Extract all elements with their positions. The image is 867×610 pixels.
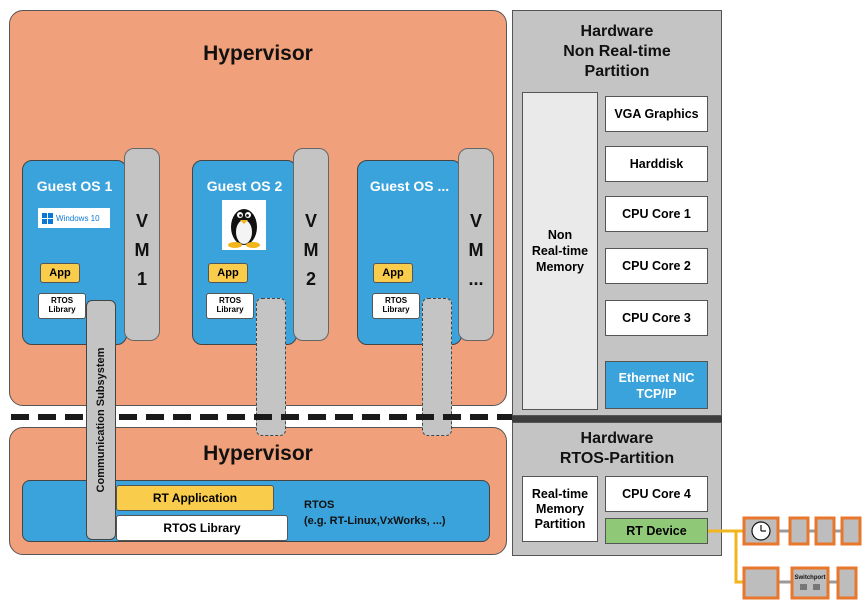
partition-divider [11, 414, 513, 420]
rtos-lib-line2: Library [382, 305, 410, 314]
rt-mem-line1: Real-time [531, 486, 589, 501]
app-box-2: App [208, 263, 248, 283]
mem-line2: Real-time [531, 244, 589, 258]
cpu-core-4-box: CPU Core 4 [605, 476, 708, 512]
nic-line2: TCP/IP [636, 387, 677, 401]
io-module-3 [840, 516, 862, 546]
vm-1-label: V M 1 [124, 207, 160, 294]
vm-3-label-m: M [468, 240, 484, 260]
vm-2-label-n: 2 [305, 269, 316, 289]
linux-tux-logo [222, 200, 266, 250]
rtos-lib-line1: RTOS [384, 296, 408, 305]
rtos-lib-line2: Library [48, 305, 76, 314]
vm-3-label: V M ... [458, 207, 494, 294]
harddisk-box: Harddisk [605, 146, 708, 182]
io-module-5 [836, 566, 858, 600]
io-module-4 [742, 566, 780, 600]
vm-2-label-v: V [304, 211, 317, 231]
hardware-divider [512, 416, 722, 422]
io-module-1 [788, 516, 810, 546]
vm-1-label-v: V [135, 211, 148, 231]
communication-subsystem-label: Communication Subsystem [95, 347, 107, 493]
hw-nonrt-title-line3: Partition [584, 63, 650, 80]
app-box-1: App [40, 263, 80, 283]
hypervisor-title-bottom: Hypervisor [203, 442, 313, 465]
app-box-3: App [373, 263, 413, 283]
nic-line1: Ethernet NIC [618, 371, 695, 385]
vm-1 [124, 148, 160, 341]
ethernet-nic-box: Ethernet NIC TCP/IP [605, 361, 708, 409]
io-module-2 [814, 516, 836, 546]
vm-2-label: V M 2 [293, 207, 329, 294]
rtos-lib-line1: RTOS [50, 296, 74, 305]
vm-3-label-v: V [469, 211, 482, 231]
vm-3 [458, 148, 494, 341]
vm-1-label-m: M [134, 240, 150, 260]
guest-os-2-title: Guest OS 2 [206, 178, 283, 194]
non-rt-memory-box: Non Real-time Memory [522, 92, 598, 410]
hypervisor-title-top: Hypervisor [203, 42, 313, 65]
guest-os-1-title: Guest OS 1 [36, 178, 113, 194]
switchport-label: Switchport [795, 575, 826, 581]
dashed-connector-3 [422, 298, 452, 436]
vm-3-label-n: ... [468, 269, 484, 289]
mem-line3: Memory [536, 260, 584, 274]
cpu-core-2-box: CPU Core 2 [605, 248, 708, 284]
windows-logo-text: Windows 10 [56, 213, 100, 223]
rtos-label-line1: RTOS [304, 499, 335, 511]
vm-1-label-n: 1 [136, 269, 147, 289]
windows-10-logo: Windows 10 [38, 208, 110, 228]
vm-2 [293, 148, 329, 341]
port-icon-2 [813, 584, 820, 590]
hardware-nonrt-title: Hardware Non Real-time Partition [512, 22, 722, 82]
rtos-lib-line2: Library [216, 305, 244, 314]
rtos-library-box-2: RTOS Library [206, 293, 254, 319]
cpu-core-1-box: CPU Core 1 [605, 196, 708, 232]
cpu-core-3-box: CPU Core 3 [605, 300, 708, 336]
rtos-lib-line1: RTOS [218, 296, 242, 305]
rt-mem-line3: Partition [534, 516, 586, 531]
vm-2-label-m: M [303, 240, 319, 260]
rt-application-box: RT Application [116, 485, 274, 511]
rt-device-box: RT Device [605, 518, 708, 544]
guest-os-3-title: Guest OS ... [369, 178, 450, 194]
port-icon-1 [800, 584, 807, 590]
hw-rt-title-line2: RTOS-Partition [559, 450, 675, 467]
dashed-connector-2 [256, 298, 286, 436]
rtos-label-line2: (e.g. RT-Linux,VxWorks, ...) [304, 515, 446, 527]
vga-graphics-box: VGA Graphics [605, 96, 708, 132]
rtos-label: RTOS (e.g. RT-Linux,VxWorks, ...) [304, 497, 484, 529]
windows-icon [42, 212, 53, 224]
rtos-library-box-3: RTOS Library [372, 293, 420, 319]
hw-nonrt-title-line1: Hardware [580, 23, 654, 40]
rtos-library-box-bottom: RTOS Library [116, 515, 288, 541]
rt-mem-line2: Memory [536, 501, 584, 516]
tux-penguin-icon [228, 209, 260, 248]
rt-network-devices: Switchport [708, 516, 862, 600]
rtos-library-box-1: RTOS Library [38, 293, 86, 319]
hw-nonrt-title-line2: Non Real-time [563, 43, 671, 60]
mem-line1: Non [547, 228, 573, 242]
rt-memory-partition-box: Real-time Memory Partition [522, 476, 598, 542]
hardware-rt-title: Hardware RTOS-Partition [512, 429, 722, 469]
communication-subsystem-bar [86, 300, 116, 540]
hw-rt-title-line1: Hardware [580, 430, 654, 447]
switchport-device [790, 566, 830, 600]
